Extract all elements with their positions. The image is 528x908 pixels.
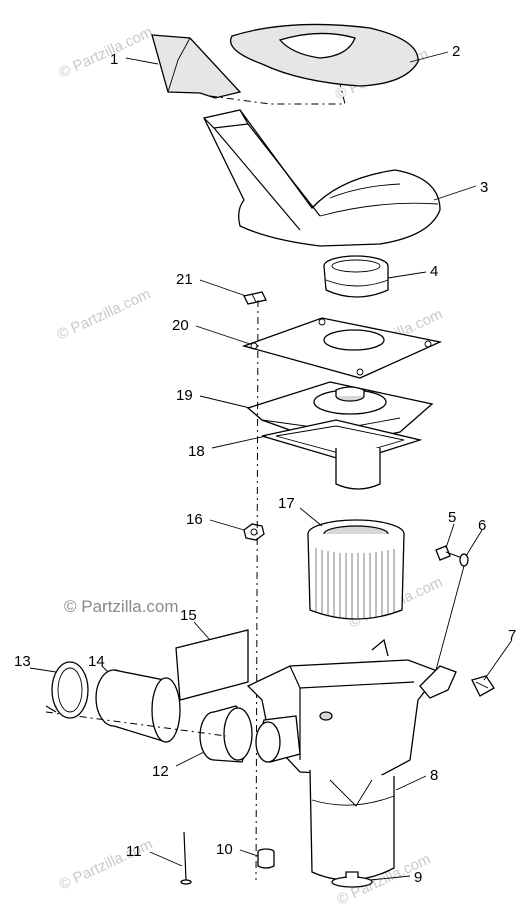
callout-5: 5 [448, 509, 456, 526]
leader-7 [483, 639, 513, 681]
part-4-coupler [323, 255, 389, 298]
callout-4: 4 [430, 263, 438, 280]
leader-5 [445, 523, 455, 549]
callout-17: 17 [278, 495, 295, 512]
part-21-nut [243, 291, 267, 305]
part-17-air-filter [307, 519, 405, 620]
callout-6: 6 [478, 517, 486, 534]
part-8-drain-body [309, 769, 395, 881]
leader-10 [239, 849, 259, 857]
part-14-duct [95, 669, 181, 743]
leader-11 [149, 851, 183, 867]
part-9-drain-cap [331, 871, 373, 888]
part-2-foam-seal [230, 23, 419, 87]
bolt-axis-line [255, 299, 259, 881]
leader-18 [211, 435, 267, 449]
part-13-clamp [45, 661, 89, 719]
callout-15: 15 [180, 607, 197, 624]
callout-16: 16 [186, 511, 203, 528]
watermark: © Partzilla.com [55, 286, 154, 344]
part-1-foam-insert [151, 34, 242, 99]
watermark: © Partzilla.com [64, 597, 179, 616]
leader-14 [101, 665, 109, 673]
callout-12: 12 [152, 763, 169, 780]
watermark: © Partzilla.com [57, 24, 156, 82]
leader-4 [387, 271, 427, 279]
lid-throat [335, 448, 381, 490]
callout-21: 21 [176, 271, 193, 288]
callout-2: 2 [452, 43, 460, 60]
part-16-hex-nut [243, 523, 265, 541]
leader-lines [29, 51, 513, 881]
leader-1 [125, 57, 159, 65]
duct-axis-line [45, 711, 227, 737]
leader-15 [193, 621, 211, 641]
part-3-intake-snorkel [203, 109, 441, 247]
leader-12 [175, 751, 205, 767]
part-10-plug [257, 848, 275, 869]
callout-11: 11 [126, 843, 142, 860]
callout-9: 9 [414, 869, 422, 886]
callout-13: 13 [14, 653, 31, 670]
callout-20: 20 [172, 317, 189, 334]
leader-2 [409, 51, 449, 63]
bracket-leader [435, 565, 465, 671]
leader-16 [209, 519, 245, 531]
callout-19: 19 [176, 387, 193, 404]
callout-14: 14 [88, 653, 105, 670]
part-15-decal [175, 629, 249, 701]
part-20-cover-plate [241, 317, 443, 379]
callout-1: 1 [110, 51, 118, 68]
leader-9 [369, 875, 411, 881]
leader-17 [299, 507, 323, 527]
leader-8 [395, 775, 427, 791]
leader-13 [29, 667, 57, 673]
airbox-housing [246, 638, 457, 777]
callout-10: 10 [216, 841, 233, 858]
callout-8: 8 [430, 767, 438, 784]
part-12-boot [199, 705, 253, 763]
part-11-bolt [180, 831, 192, 885]
leader-19 [199, 395, 251, 409]
part-5-screw [435, 545, 463, 561]
callout-7: 7 [508, 627, 516, 644]
callout-3: 3 [480, 179, 488, 196]
callout-numbers: 1 2 3 4 5 6 7 8 9 10 11 12 13 14 15 16 1… [14, 43, 516, 886]
leader-3 [433, 185, 477, 201]
leader-20 [195, 325, 251, 345]
part-7-clip [471, 675, 495, 697]
part-6-washer [459, 553, 469, 567]
leader-21 [199, 279, 247, 297]
filter-pleats [315, 548, 395, 619]
leader-6 [465, 529, 483, 557]
callout-18: 18 [188, 443, 205, 460]
